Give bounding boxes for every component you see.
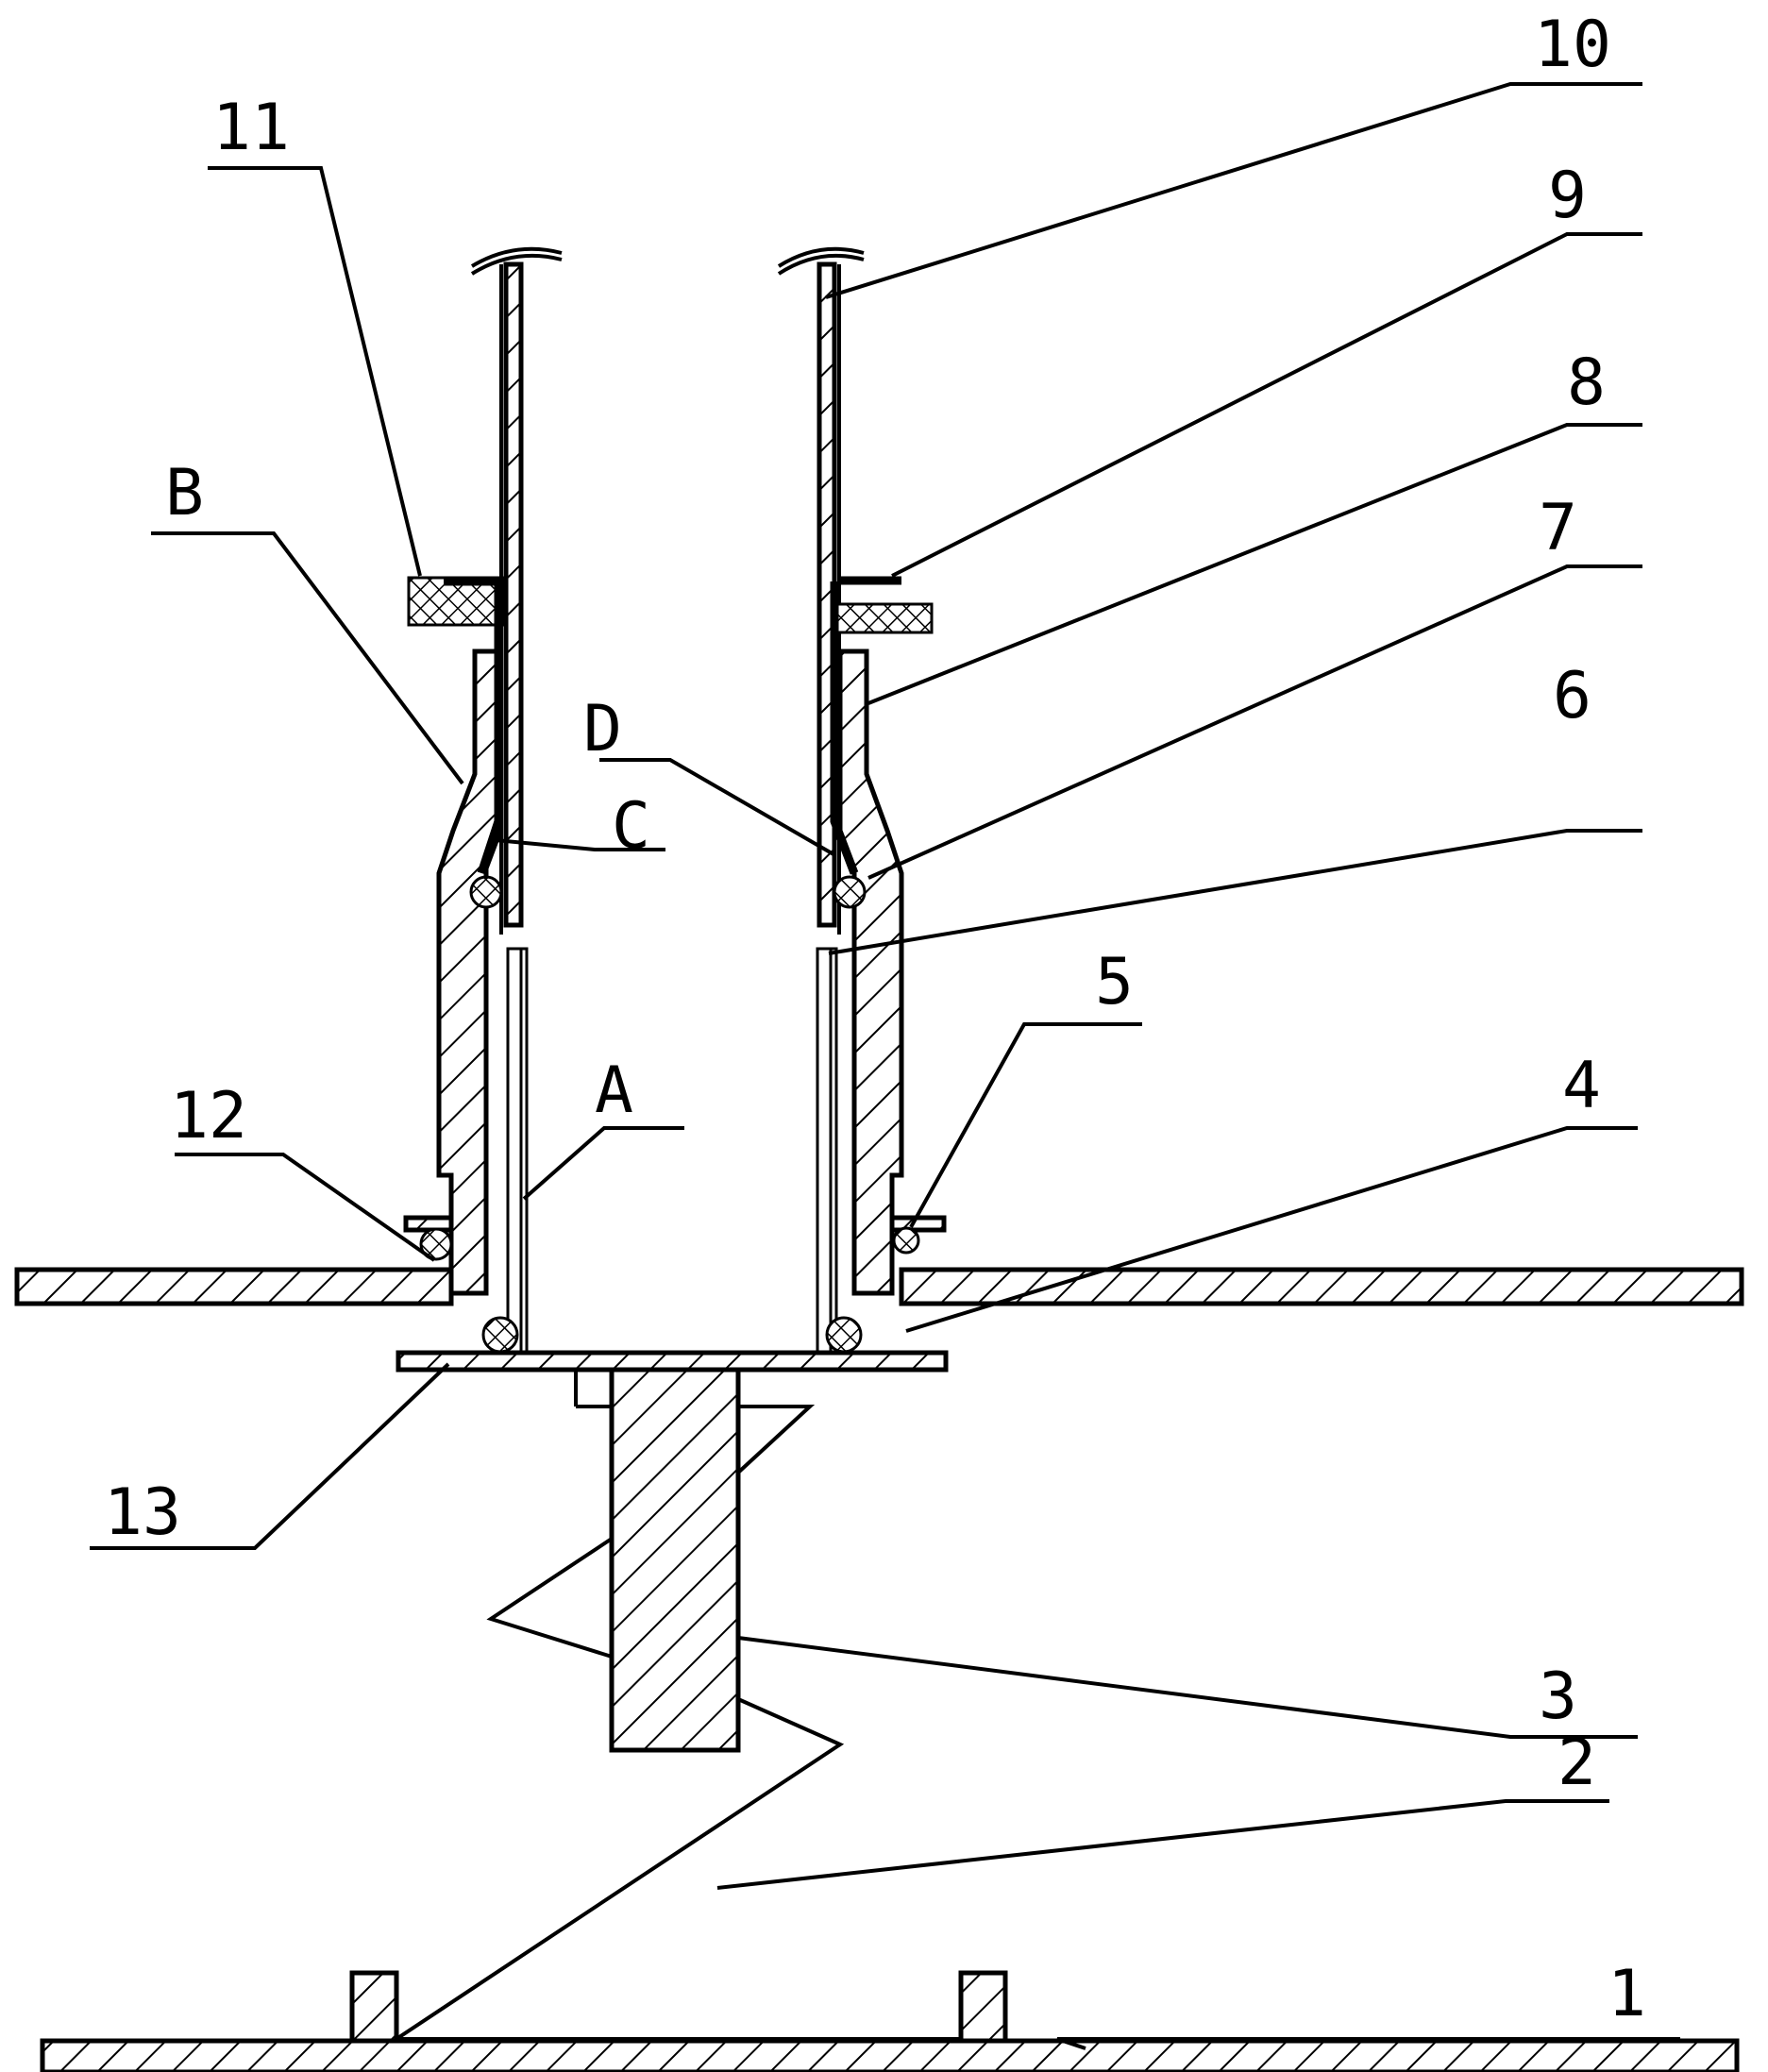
label-A: A — [595, 1053, 633, 1128]
label-B: B — [165, 456, 204, 531]
label-11: 11 — [212, 91, 290, 165]
sealing-strips — [477, 581, 859, 875]
label-2: 2 — [1558, 1726, 1596, 1800]
leader-lines — [90, 82, 1680, 2050]
label-8: 8 — [1567, 345, 1606, 420]
label-C: C — [612, 789, 650, 864]
label-1: 1 — [1608, 1957, 1646, 2031]
mid-plate — [14, 1267, 1744, 1306]
label-10: 10 — [1534, 8, 1611, 82]
label-13: 13 — [104, 1475, 181, 1550]
label-4: 4 — [1562, 1049, 1601, 1123]
caps — [407, 576, 934, 634]
label-12: 12 — [170, 1079, 247, 1154]
label-9: 9 — [1548, 159, 1587, 233]
left-outer-sleeve — [403, 649, 503, 1296]
reference-labels: 1 2 3 4 5 6 7 8 9 10 11 12 13 A B C D — [104, 8, 1646, 2031]
label-7: 7 — [1539, 491, 1577, 565]
label-3: 3 — [1539, 1659, 1577, 1734]
inner-tubes — [506, 947, 838, 1355]
zigzag-element — [390, 1405, 961, 2041]
stem — [574, 1367, 741, 1753]
upper-pipes — [470, 246, 865, 935]
bottom-flange — [396, 1350, 949, 1373]
base-plate — [40, 1970, 1740, 2072]
label-D: D — [583, 692, 622, 766]
label-5: 5 — [1095, 945, 1134, 1019]
label-6: 6 — [1553, 659, 1591, 733]
o-rings — [419, 875, 920, 1354]
